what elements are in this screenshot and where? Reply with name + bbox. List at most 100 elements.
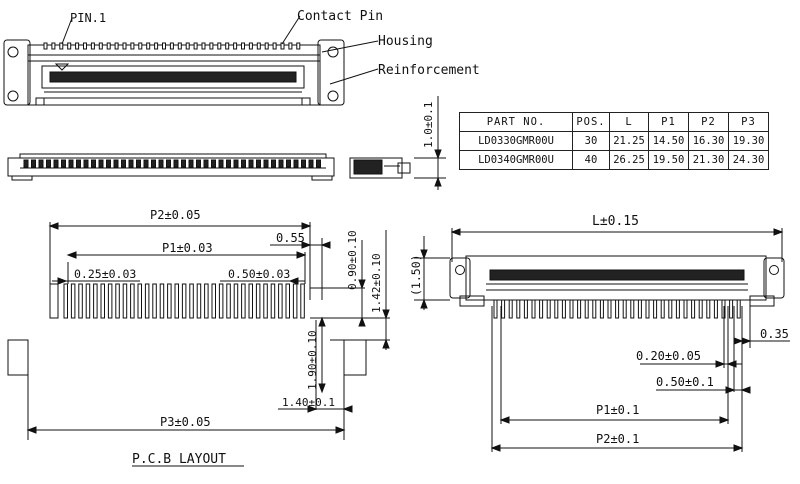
contact-pin	[83, 42, 87, 50]
front-pin	[173, 159, 179, 168]
contact-pin	[122, 42, 127, 50]
pcb-pad	[285, 283, 290, 319]
bottom-pin	[531, 299, 536, 319]
front-pin	[233, 159, 239, 168]
callout-leaders	[61, 15, 379, 85]
pcb-pad	[115, 283, 120, 319]
bottom-pin	[729, 299, 734, 319]
bottom-pin	[668, 299, 673, 319]
pad-width-label: 0.25±0.03	[74, 267, 136, 281]
contact-pin	[162, 42, 166, 50]
pcb-pad	[174, 283, 179, 319]
pcb-pad	[241, 283, 246, 319]
front-pin	[53, 159, 59, 168]
front-pin	[68, 159, 74, 168]
contact-pin	[146, 42, 151, 50]
bottom-pin	[592, 299, 597, 319]
pcb-pad	[263, 283, 268, 319]
cell-part-no: LD0330GMR00U	[459, 131, 573, 151]
contact-pin	[130, 42, 135, 50]
bottom-pin	[645, 299, 650, 319]
bottom-pin	[546, 299, 551, 319]
contact-pin	[272, 42, 277, 50]
contact-pin	[233, 42, 238, 50]
dim-142-label: 1.42±0.10	[370, 253, 383, 313]
front-pin	[188, 159, 194, 168]
contact-pin	[209, 42, 214, 50]
bottom-p1-label: P1±0.1	[596, 403, 639, 417]
part-spec-table: PART NO. POS. L P1 P2 P3 LD0330GMR00U 30…	[459, 112, 769, 170]
front-pin	[143, 159, 149, 168]
side-view-connector	[349, 157, 411, 179]
cell-l: 21.25	[609, 131, 649, 151]
contact-pin-label: Contact Pin	[297, 9, 383, 24]
bottom-view-connector	[414, 228, 790, 452]
front-pin	[31, 159, 36, 168]
contact-pin	[169, 42, 174, 50]
bottom-pin	[630, 299, 635, 319]
bottom-pin	[561, 299, 566, 319]
front-pin	[121, 159, 126, 168]
contact-pin	[217, 42, 222, 50]
col-p1: P1	[648, 112, 689, 132]
pcb-layout	[7, 222, 390, 467]
pcb-pad	[218, 283, 224, 319]
front-pin	[226, 159, 231, 168]
pcb-pad	[144, 283, 150, 319]
pcb-pad	[181, 283, 187, 319]
contact-pin	[154, 42, 159, 50]
bottom-pin	[653, 299, 658, 319]
contact-pin	[106, 42, 111, 50]
cell-p1: 14.50	[648, 131, 689, 151]
bottom-pin	[698, 299, 703, 319]
front-pin	[128, 159, 134, 168]
contact-pin	[256, 42, 261, 50]
front-pin	[241, 159, 246, 168]
pcb-pad	[211, 283, 216, 319]
cell-l: 26.25	[609, 150, 649, 170]
contact-pin	[177, 42, 182, 50]
cell-p3: 24.30	[728, 150, 769, 170]
front-pin	[316, 159, 321, 168]
front-pin	[158, 159, 164, 168]
front-pin	[91, 159, 96, 168]
pcb-pad	[93, 283, 98, 319]
bottom-pin	[508, 299, 513, 319]
contact-pin	[59, 42, 64, 50]
front-pin	[301, 159, 306, 168]
pcb-pad	[107, 283, 113, 319]
pcb-pad	[226, 283, 231, 319]
bottom-pin	[622, 299, 627, 319]
front-pin	[38, 159, 44, 168]
front-pin	[76, 159, 81, 168]
pad-length-label: 0.90±0.10	[346, 230, 359, 290]
cell-p2: 21.30	[688, 150, 729, 170]
pcb-pad	[278, 283, 283, 319]
bottom-pin	[713, 299, 718, 319]
dim-050-label: 0.50±0.1	[656, 375, 714, 389]
col-pos: POS.	[572, 112, 610, 132]
col-part-no: PART NO.	[459, 112, 573, 132]
l-dimension-label: L±0.15	[592, 214, 639, 229]
front-pin	[61, 159, 66, 168]
col-p2: P2	[688, 112, 729, 132]
cell-p3: 19.30	[728, 131, 769, 151]
table-row: LD0330GMR00U 30 21.25 14.50 16.30 19.30	[459, 131, 769, 151]
contact-pin	[75, 42, 80, 50]
contact-pin	[43, 42, 48, 50]
front-pin	[293, 159, 299, 168]
bottom-pin	[523, 299, 528, 319]
bottom-pin	[607, 299, 612, 319]
table-header-row: PART NO. POS. L P1 P2 P3	[459, 112, 769, 132]
pcb-pad	[152, 283, 157, 319]
pcb-p1-label: P1±0.03	[162, 241, 213, 255]
pcb-pad	[70, 283, 76, 319]
reinforcement-label: Reinforcement	[378, 63, 480, 78]
pcb-pad	[300, 283, 305, 319]
col-p3: P3	[728, 112, 769, 132]
contact-pin	[193, 42, 198, 50]
front-pin	[271, 159, 276, 168]
bottom-pin	[569, 299, 574, 319]
